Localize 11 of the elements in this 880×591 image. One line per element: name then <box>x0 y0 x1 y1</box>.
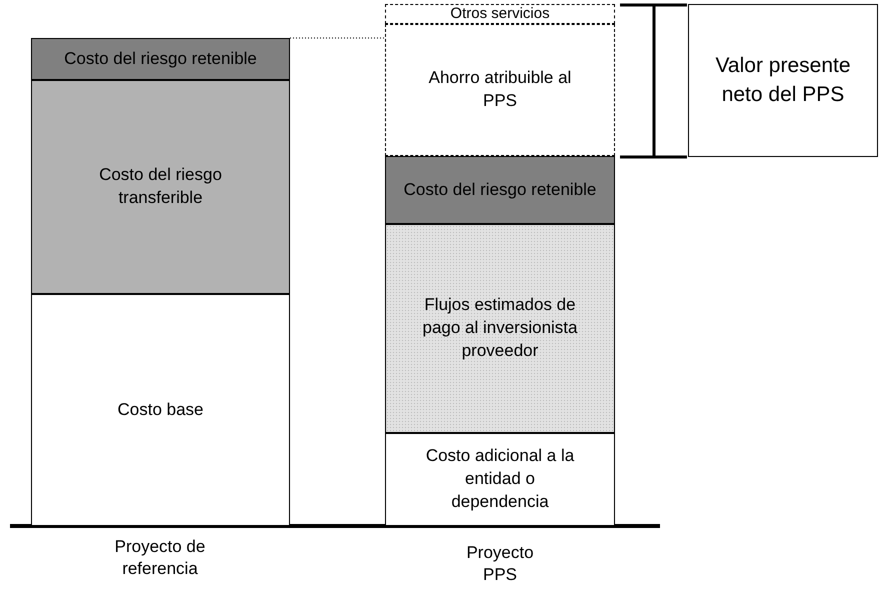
costo-base-segment: Costo base <box>31 294 290 526</box>
riesgo-retenible-segment: Costo del riesgo retenible <box>385 156 615 224</box>
ahorro-segment: Ahorro atribuible al PPS <box>385 24 615 156</box>
riesgo-retenible-segment: Costo del riesgo retenible <box>31 38 290 80</box>
otros-servicios-segment: Otros servicios <box>385 4 615 24</box>
column-label: Proyecto PPS <box>465 542 535 586</box>
flujos-pago-segment: Flujos estimados de pago al inversionista proveedor <box>385 224 615 433</box>
costo-adicional-segment: Costo adicional a la entidad o dependencia <box>385 433 615 526</box>
riesgo-transferible-segment: Costo del riesgo transferible <box>31 80 290 294</box>
valor-presente-box: Valor presente neto del PPS <box>688 4 878 157</box>
column-label: Proyecto de referencia <box>114 536 206 580</box>
